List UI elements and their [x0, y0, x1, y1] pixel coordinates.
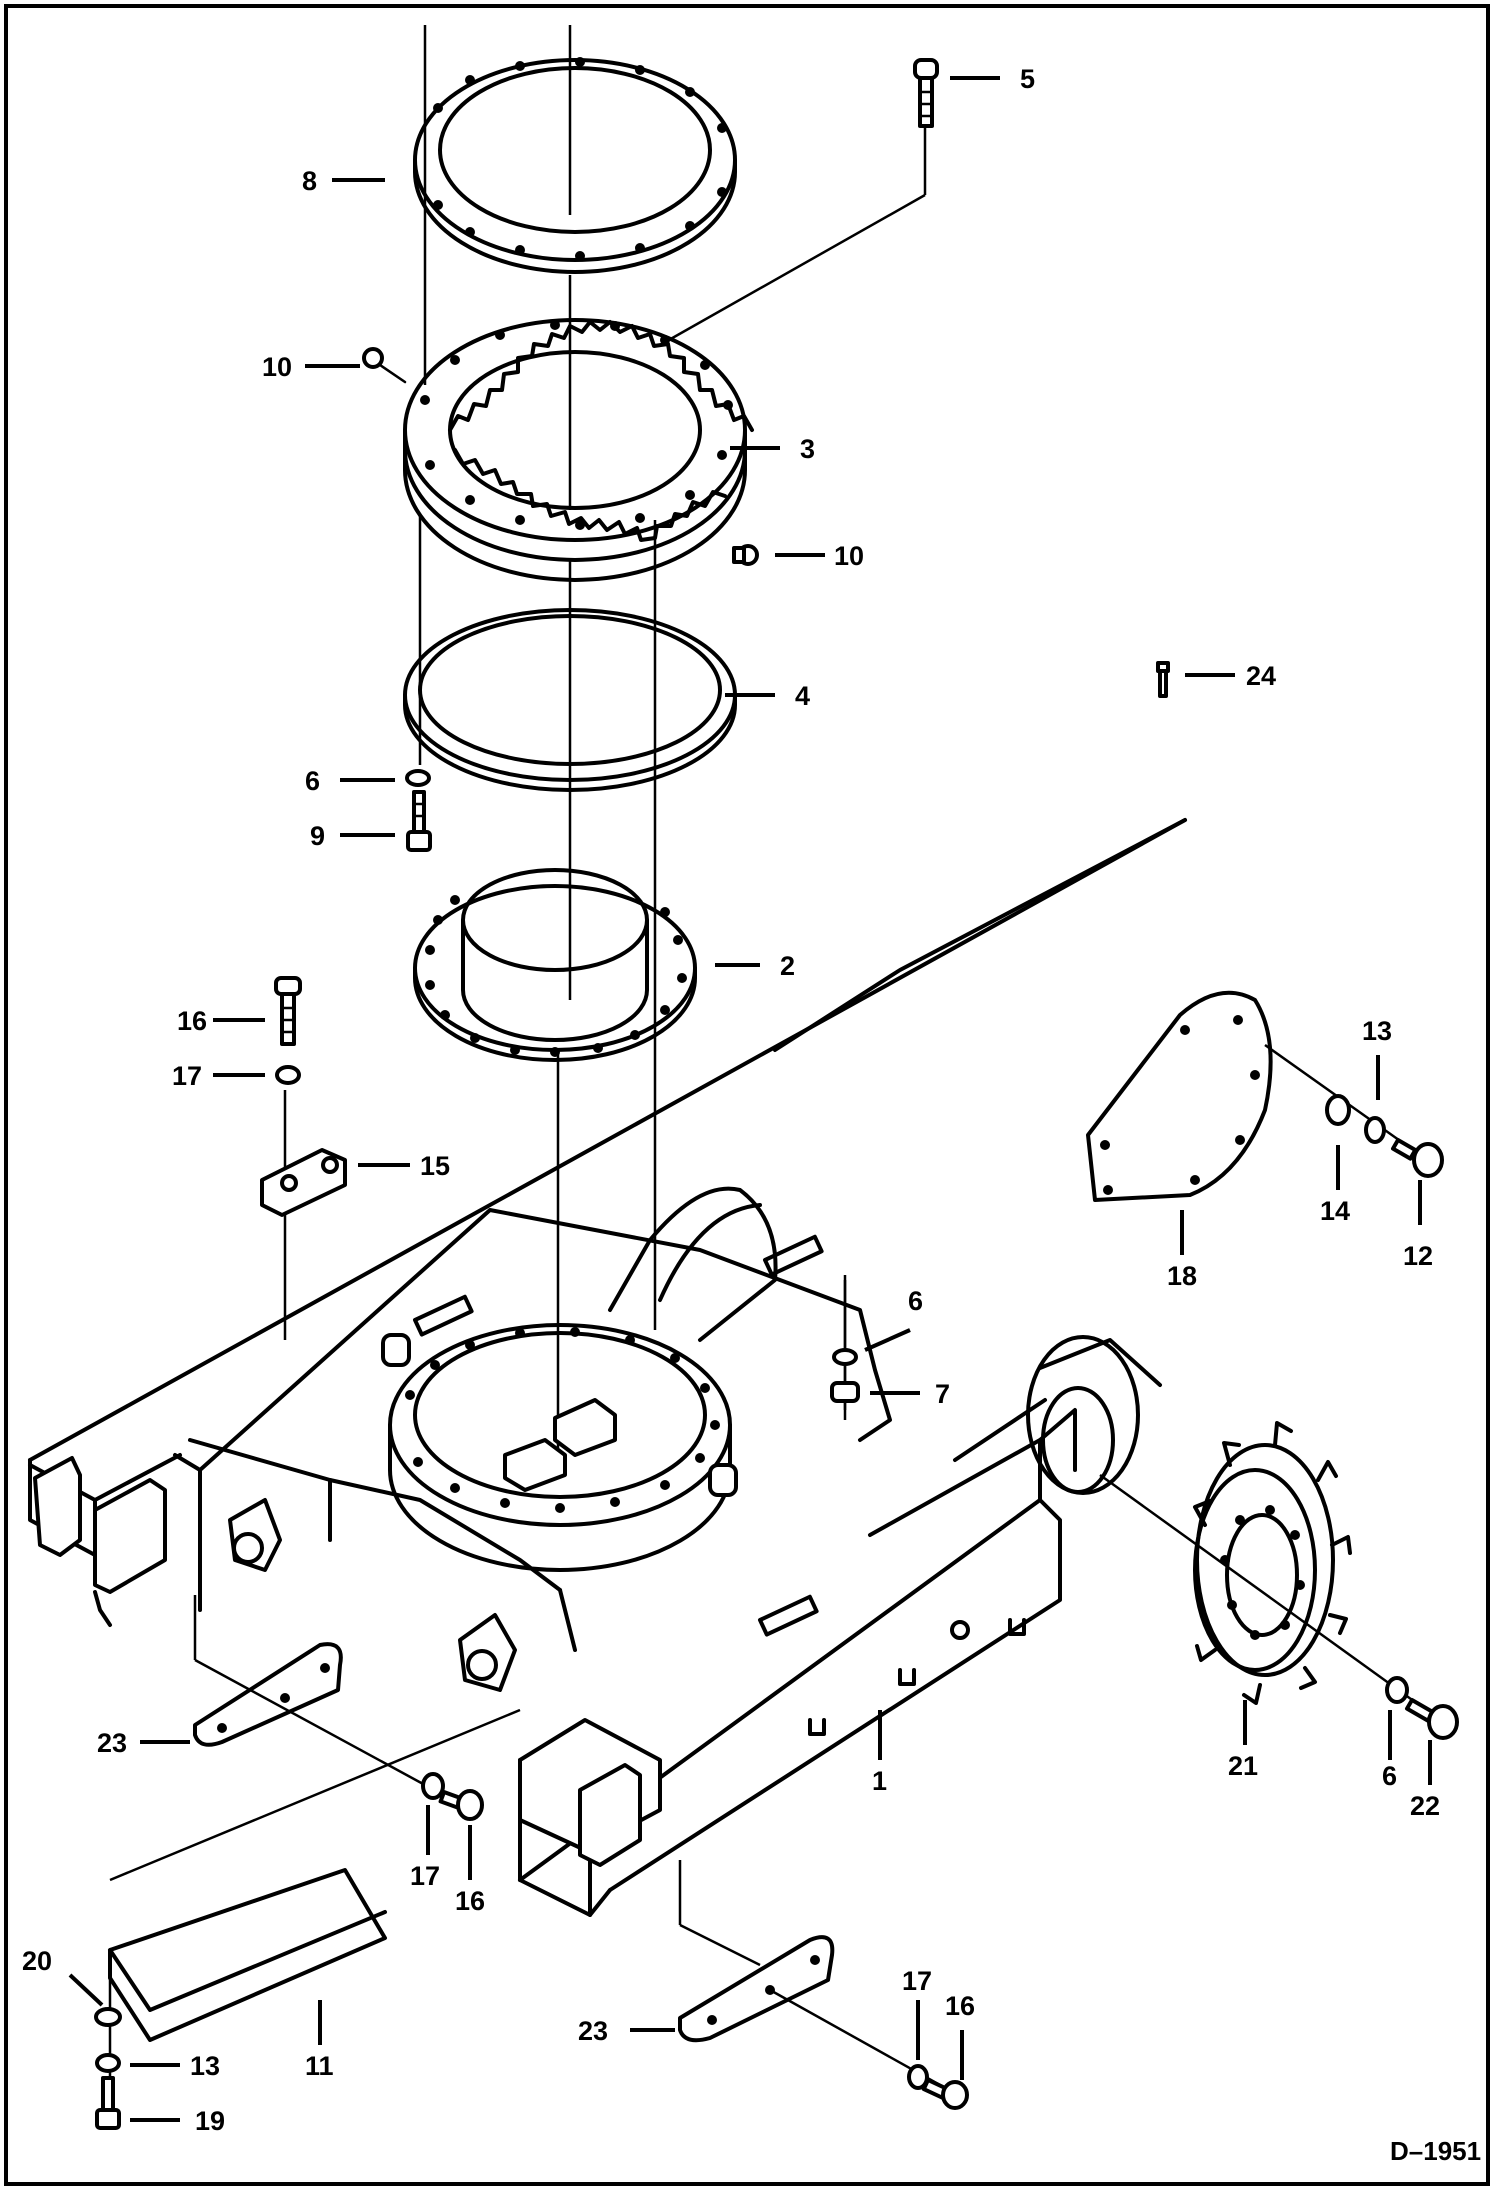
callout-17c: 17 [902, 1966, 932, 1996]
callout-14: 14 [1320, 1196, 1350, 1226]
callout-17a: 17 [172, 1061, 202, 1091]
part-18-cover-plate [1086, 990, 1273, 1202]
part-2-mounting-ring [413, 868, 697, 1062]
callout-10a: 10 [262, 352, 292, 382]
callout-13a: 13 [1362, 1016, 1392, 1046]
part-23-bracket-right [678, 1860, 969, 2110]
part-5-bolt [913, 58, 939, 128]
part-21-sprocket [1193, 1421, 1352, 1705]
part-15-16-17-bracket [260, 976, 347, 1217]
part-6-7-washer-nut [830, 1280, 860, 1420]
part-10-grease-fittings [362, 347, 759, 566]
part-11-plate [108, 1708, 521, 2042]
part-3-slewing-bearing [403, 318, 754, 582]
callout-10b: 10 [834, 541, 864, 571]
callout-13b: 13 [190, 2051, 220, 2081]
drawing-reference: D–1951 [1390, 2136, 1481, 2166]
part-16-17-mid-hardware [421, 1772, 484, 1821]
part-6-9-washer-bolt [405, 769, 432, 852]
callout-16c: 16 [945, 1991, 975, 2021]
part-8-top-ring [413, 57, 737, 274]
callout-2: 2 [780, 951, 795, 981]
callout-1: 1 [872, 1766, 887, 1796]
callout-12: 12 [1403, 1241, 1433, 1271]
assembly-axes [283, 25, 927, 1450]
callout-5: 5 [1020, 64, 1035, 94]
callout-6c: 6 [1382, 1761, 1397, 1791]
part-13-19-20-stack [94, 1978, 122, 2130]
callout-4: 4 [795, 681, 810, 711]
callout-8: 8 [302, 166, 317, 196]
callout-6b: 6 [908, 1286, 923, 1316]
callout-11: 11 [305, 2051, 334, 2081]
callout-7: 7 [935, 1379, 950, 1409]
callout-19: 19 [195, 2106, 225, 2136]
callout-9: 9 [310, 821, 325, 851]
leader-lines [68, 76, 1432, 2122]
callout-23a: 23 [97, 1728, 127, 1758]
callout-20: 20 [22, 1946, 52, 1976]
callout-16b: 16 [455, 1886, 485, 1916]
callout-23b: 23 [578, 2016, 608, 2046]
callout-16a: 16 [177, 1006, 207, 1036]
callout-6a: 6 [305, 766, 320, 796]
part-24-bolt [1156, 661, 1170, 698]
callout-24: 24 [1246, 661, 1276, 691]
part-6-22-sprocket-hardware [1099, 1473, 1459, 1740]
callout-15: 15 [420, 1151, 450, 1181]
part-12-13-14-hardware [1264, 1043, 1444, 1178]
part-1-track-frame [28, 818, 1187, 1917]
callout-3: 3 [800, 434, 815, 464]
callout-17b: 17 [410, 1861, 440, 1891]
callouts: 8 5 10 3 10 4 24 6 9 2 16 17 15 13 14 12… [22, 64, 1440, 2136]
callout-21: 21 [1228, 1751, 1258, 1781]
callout-18: 18 [1167, 1261, 1197, 1291]
part-23-bracket-left [193, 1595, 426, 1787]
callout-22: 22 [1410, 1791, 1440, 1821]
